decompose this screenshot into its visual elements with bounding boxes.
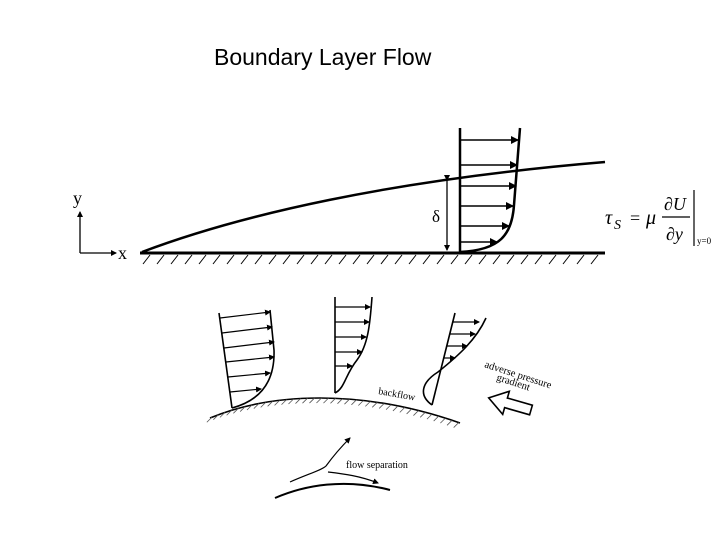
velocity-profile-inflected	[334, 296, 373, 394]
axes: y x	[73, 188, 127, 263]
slide-title: Boundary Layer Flow	[214, 44, 432, 70]
mu-symbol: μ	[645, 207, 656, 229]
surface-hatching	[206, 397, 459, 428]
tau-subscript: S	[614, 218, 621, 233]
backflow-label: backflow	[377, 386, 416, 403]
equals-sign: =	[630, 208, 640, 228]
thickness-indicator: δ	[432, 175, 450, 251]
x-axis-label: x	[118, 243, 127, 263]
boundary-layer-edge	[141, 160, 606, 254]
curved-surface-diagram: backflow adverse pressure gradient flow …	[206, 296, 553, 499]
adverse-pressure-arrow	[487, 390, 534, 417]
numerator: ∂U	[664, 194, 687, 214]
velocity-profile-backflow	[422, 312, 487, 406]
evaluation-subscript: y=0	[697, 236, 712, 246]
velocity-profile	[458, 127, 522, 254]
flat-plate-diagram: y x δ τ S =	[73, 127, 712, 265]
plate-hatching	[142, 254, 599, 265]
y-axis-label: y	[73, 188, 82, 208]
separation-streamline-right	[327, 471, 379, 484]
tau-symbol: τ	[605, 207, 613, 229]
curved-surface	[209, 397, 461, 424]
denominator: ∂y	[666, 224, 683, 244]
velocity-profile-attached	[218, 309, 275, 409]
flow-separation-label: flow separation	[346, 460, 408, 471]
separation-streamline-up	[289, 437, 351, 483]
separation-surface	[274, 482, 391, 499]
delta-label: δ	[432, 207, 440, 226]
wall-shear-equation: τ S = μ ∂U ∂y y=0	[605, 190, 712, 246]
